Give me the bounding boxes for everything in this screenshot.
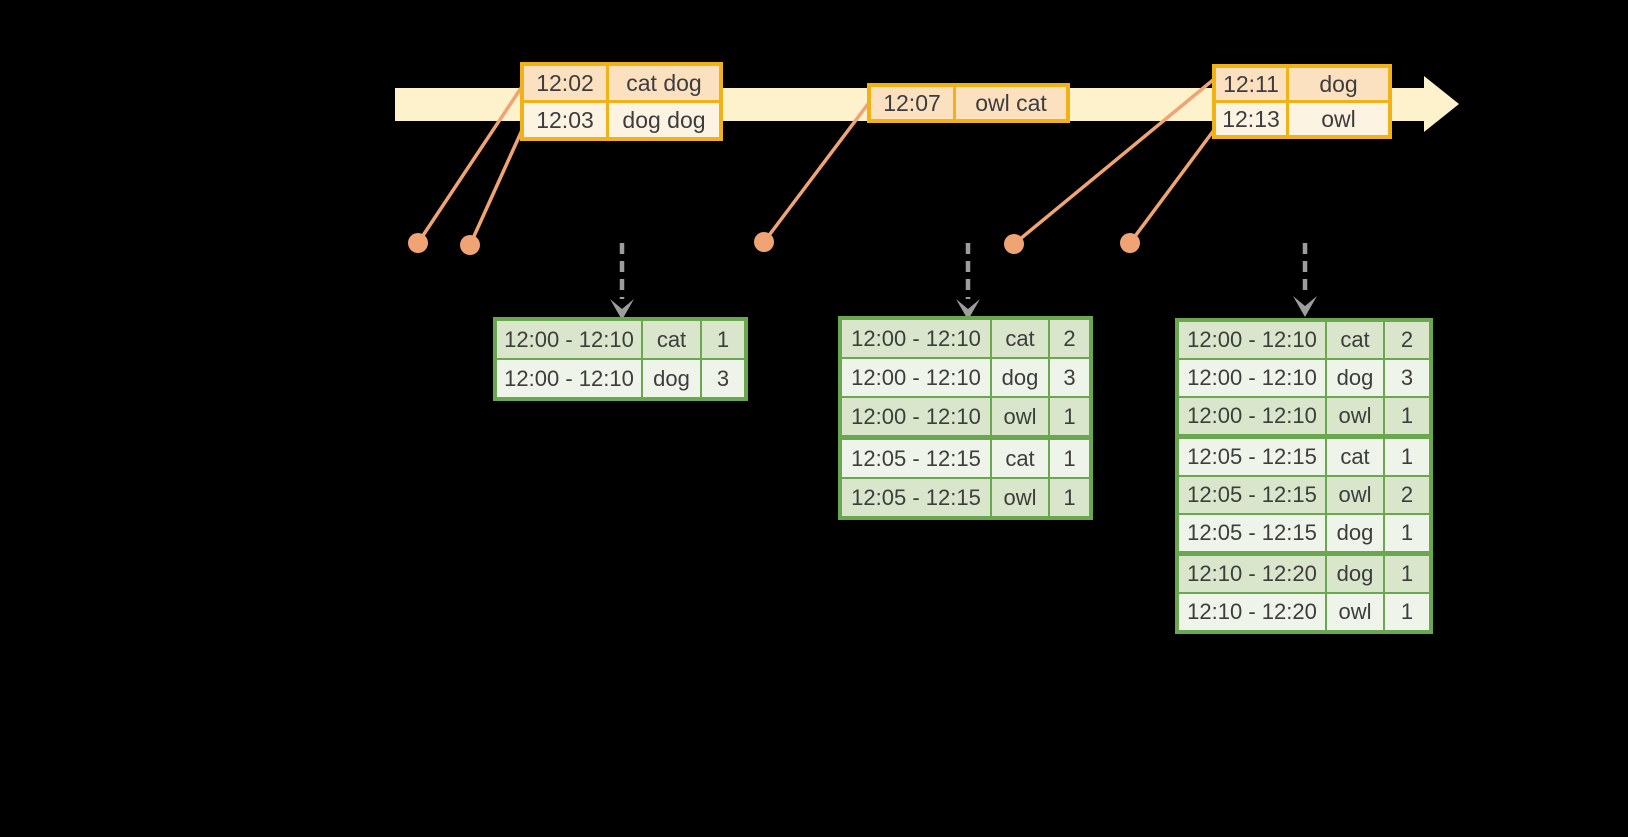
window-cell: 12:00 - 12:10 [842,359,990,396]
window-cell: 12:00 - 12:10 [1179,322,1325,358]
window-cell: 12:05 - 12:15 [1179,515,1325,551]
count-cell: 3 [1050,359,1089,396]
window-cell: 12:00 - 12:10 [1179,360,1325,396]
count-cell: 3 [702,360,744,397]
count-cell: 1 [1385,594,1429,630]
words-cell: cat dog [609,66,719,100]
count-cell: 1 [1050,479,1089,516]
count-cell: 1 [1050,398,1089,435]
window-cell: 12:05 - 12:15 [1179,477,1325,513]
window-cell: 12:05 - 12:15 [1179,439,1325,475]
window-cell: 12:00 - 12:10 [1179,398,1325,434]
window-cell: 12:10 - 12:20 [1179,556,1325,592]
word-cell: cat [643,321,700,358]
count-cell: 1 [1385,439,1429,475]
window-cell: 12:00 - 12:10 [842,320,990,357]
count-cell: 1 [1050,440,1089,477]
word-cell: owl [992,398,1048,435]
event-connector-line [1128,128,1216,245]
word-cell: dog [1327,515,1383,551]
event-dot [1004,234,1024,254]
trigger-arrowhead-icon [956,299,980,320]
words-cell: dog dog [609,103,719,137]
window-cell: 12:00 - 12:10 [842,398,990,435]
word-cell: owl [1327,477,1383,513]
word-cell: dog [992,359,1048,396]
words-cell: owl [1289,103,1388,135]
time-cell: 12:02 [524,66,606,100]
event-dot [460,235,480,255]
trigger-arrowhead-icon [1293,296,1317,317]
word-cell: dog [1327,556,1383,592]
count-cell: 1 [1385,556,1429,592]
window-cell: 12:10 - 12:20 [1179,594,1325,630]
time-cell: 12:07 [871,87,953,119]
count-cell: 3 [1385,360,1429,396]
word-cell: cat [992,320,1048,357]
timeline-arrowhead-icon [1424,76,1459,132]
words-cell: owl cat [956,87,1066,119]
event-connector-line [762,102,870,244]
event-connector-line [1012,78,1215,246]
window-cell: 12:05 - 12:15 [842,440,990,477]
word-cell: cat [992,440,1048,477]
word-cell: dog [1327,360,1383,396]
event-connector-line [416,87,523,244]
count-cell: 2 [1385,322,1429,358]
event-connector-line [468,127,525,246]
time-cell: 12:13 [1216,103,1286,135]
window-cell: 12:05 - 12:15 [842,479,990,516]
word-cell: owl [992,479,1048,516]
event-dot [1120,233,1140,253]
count-cell: 2 [1050,320,1089,357]
word-cell: cat [1327,439,1383,475]
count-cell: 1 [1385,398,1429,434]
word-cell: owl [1327,398,1383,434]
count-cell: 1 [1385,515,1429,551]
time-cell: 12:03 [524,103,606,137]
word-cell: owl [1327,594,1383,630]
trigger-arrowhead-icon [610,299,634,320]
count-cell: 1 [702,321,744,358]
time-cell: 12:11 [1216,68,1286,100]
word-cell: dog [643,360,700,397]
window-cell: 12:00 - 12:10 [497,360,641,397]
window-cell: 12:00 - 12:10 [497,321,641,358]
count-cell: 2 [1385,477,1429,513]
word-cell: cat [1327,322,1383,358]
event-dot [408,233,428,253]
words-cell: dog [1289,68,1388,100]
event-dot [754,232,774,252]
